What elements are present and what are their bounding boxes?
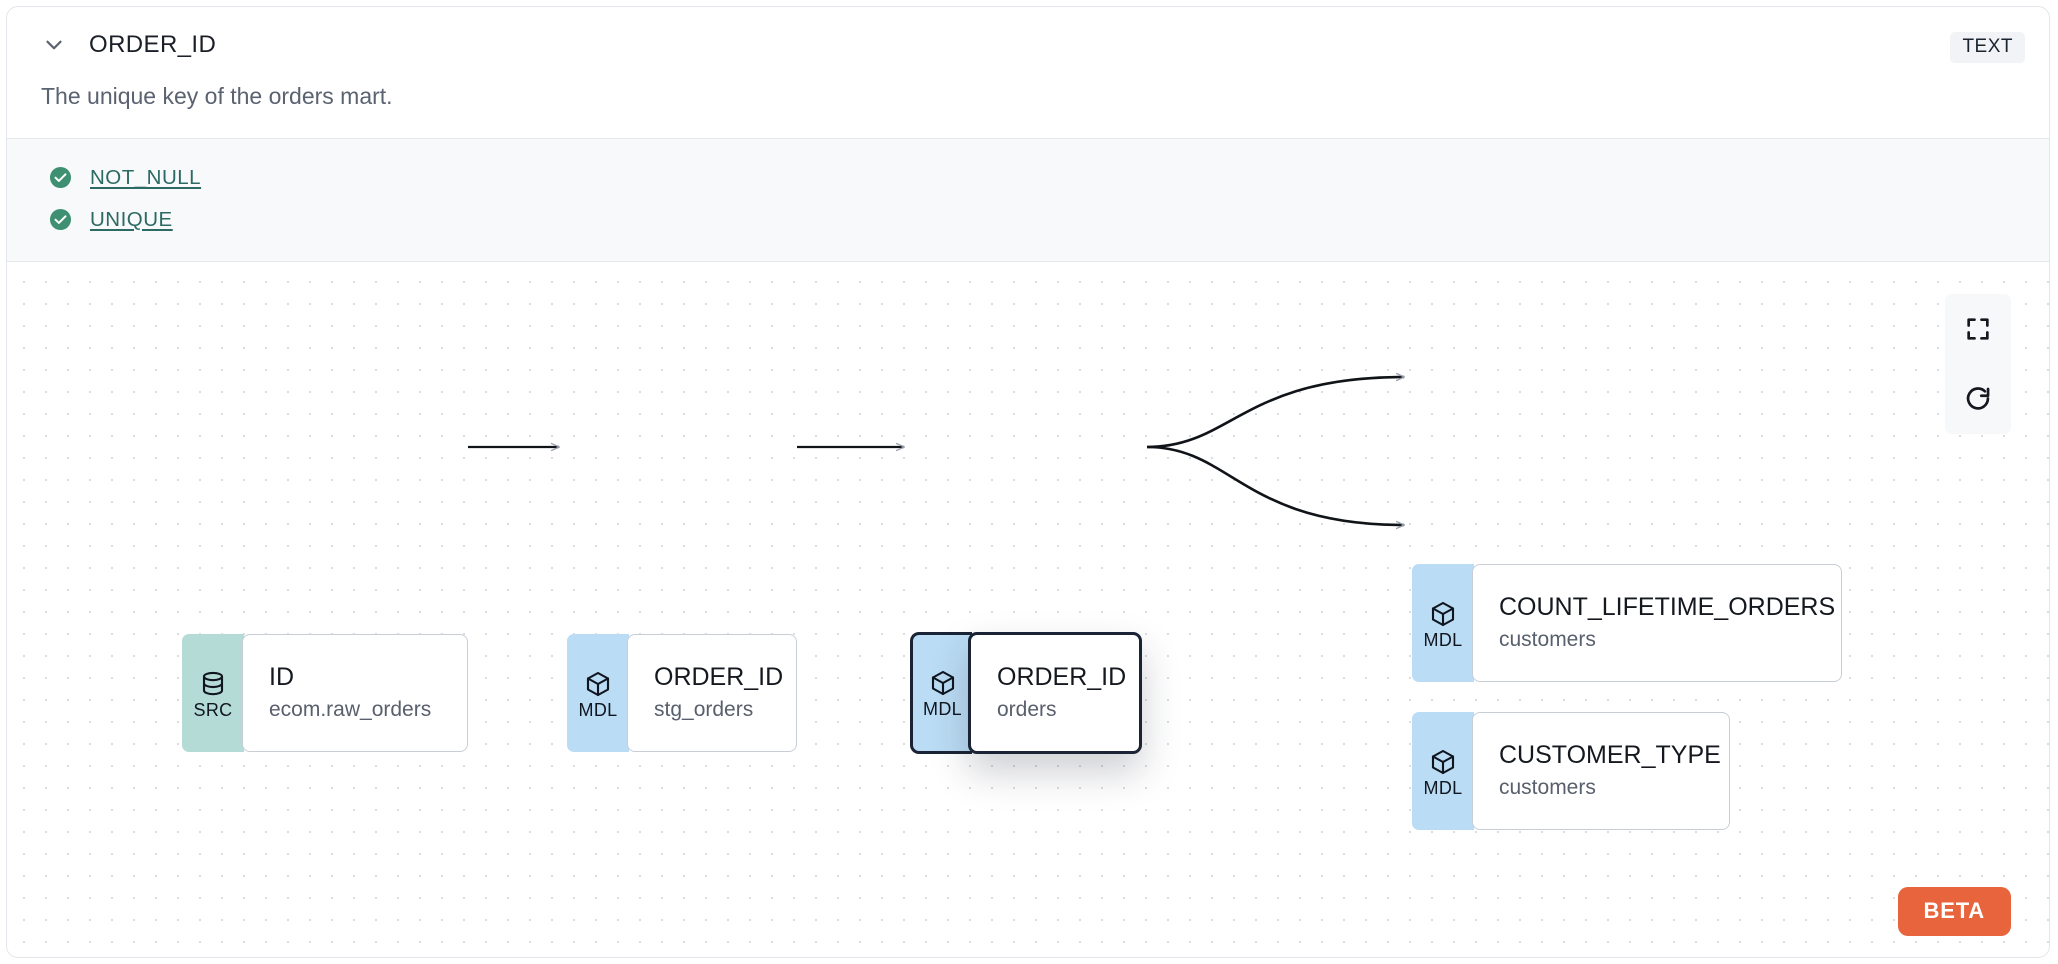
canvas-controls (1945, 293, 2011, 434)
node-subtitle: ecom.raw_orders (269, 697, 432, 721)
node-body[interactable]: ORDER_ID orders (968, 631, 1142, 754)
node-badge-label: MDL (578, 699, 618, 720)
lineage-node-customer-type[interactable]: MDL CUSTOMER_TYPE customers (1412, 711, 1730, 830)
fullscreen-icon (1964, 315, 1992, 343)
node-body[interactable]: COUNT_LIFETIME_ORDERS customers (1472, 563, 1842, 682)
reset-button[interactable] (1945, 363, 2011, 434)
node-badge-label: SRC (193, 699, 233, 720)
fit-view-button[interactable] (1945, 293, 2011, 364)
node-body[interactable]: ID ecom.raw_orders (242, 633, 468, 752)
lineage-canvas[interactable]: SRC ID ecom.raw_orders MDL ORDER_ID stg_… (7, 261, 2049, 957)
node-badge-mdl: MDL (567, 633, 629, 752)
node-badge-label: MDL (923, 698, 962, 719)
node-subtitle: orders (997, 697, 1057, 721)
edge-orders-to-count-lifetime-orders (1146, 377, 1404, 449)
refresh-icon (1964, 385, 1992, 413)
node-subtitle: stg_orders (654, 697, 754, 721)
node-badge-mdl: MDL (1412, 711, 1474, 830)
test-row: NOT_NULL (7, 157, 2049, 199)
lineage-node-orders-order-id[interactable]: MDL ORDER_ID orders (910, 631, 1142, 754)
tests-section: NOT_NULL UNIQUE (7, 137, 2049, 262)
card-header: ORDER_ID TEXT (7, 7, 2049, 82)
node-badge-label: MDL (1423, 777, 1463, 798)
check-circle-icon (49, 166, 72, 189)
node-body[interactable]: CUSTOMER_TYPE customers (1472, 711, 1730, 830)
lineage-node-count-lifetime-orders[interactable]: MDL COUNT_LIFETIME_ORDERS customers (1412, 563, 1842, 682)
beta-badge[interactable]: BETA (1897, 886, 2011, 936)
test-row: UNIQUE (7, 199, 2049, 241)
node-name: ORDER_ID (997, 663, 1127, 692)
node-subtitle: customers (1499, 775, 1596, 799)
node-name: CUSTOMER_TYPE (1499, 741, 1721, 770)
node-body[interactable]: ORDER_ID stg_orders (627, 633, 797, 752)
test-link-not-null[interactable]: NOT_NULL (90, 165, 202, 189)
node-badge-label: MDL (1423, 629, 1463, 650)
data-type-badge: TEXT (1950, 32, 2025, 63)
lineage-node-stg-order-id[interactable]: MDL ORDER_ID stg_orders (567, 633, 797, 752)
node-name: ID (269, 663, 294, 692)
node-badge-mdl: MDL (910, 631, 972, 754)
node-subtitle: customers (1499, 627, 1596, 651)
node-badge-mdl: MDL (1412, 563, 1474, 682)
check-circle-icon (49, 208, 72, 231)
edge-orders-to-customer-type (1146, 445, 1404, 525)
node-name: COUNT_LIFETIME_ORDERS (1499, 593, 1836, 622)
column-detail-card: ORDER_ID TEXT The unique key of the orde… (6, 6, 2050, 958)
node-badge-src: SRC (182, 633, 244, 752)
column-description: The unique key of the orders mart. (41, 83, 393, 109)
test-link-unique[interactable]: UNIQUE (90, 207, 173, 231)
node-name: ORDER_ID (654, 663, 784, 692)
page-title: ORDER_ID (89, 30, 217, 58)
chevron-down-icon[interactable] (37, 28, 71, 62)
lineage-node-src-id[interactable]: SRC ID ecom.raw_orders (182, 633, 468, 752)
